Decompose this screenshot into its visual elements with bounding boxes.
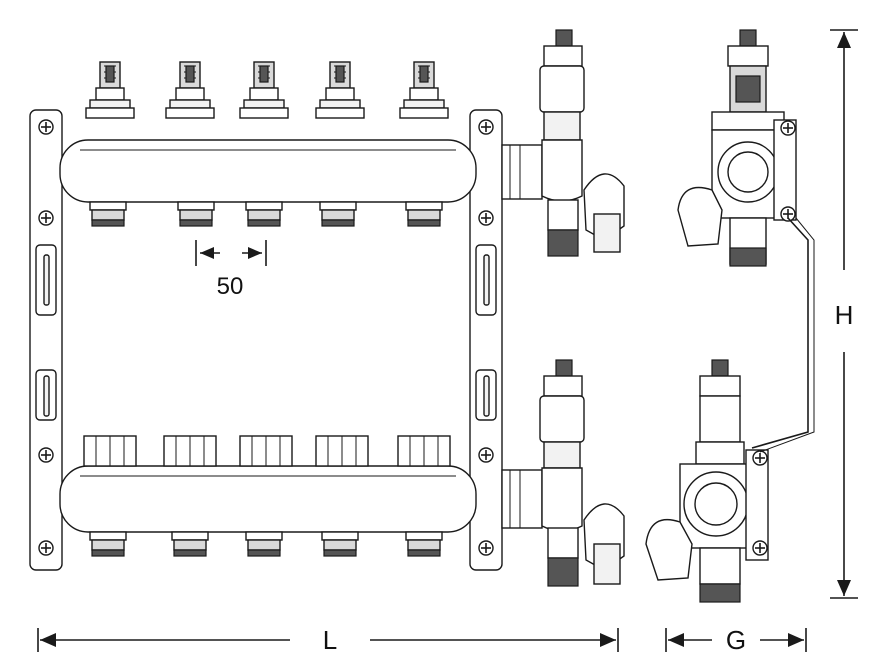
side-view-upper-valve — [677, 29, 797, 267]
flow-meter-3 — [239, 61, 289, 119]
side-view-lower-valve — [645, 359, 769, 603]
lower-top-nuts — [83, 435, 451, 467]
spacing-label: 50 — [217, 273, 244, 300]
upper-end-valve — [501, 29, 625, 257]
depth-label: G — [726, 625, 746, 655]
dimension-height: H — [830, 29, 858, 599]
flow-meters — [85, 61, 449, 119]
upper-outlets — [89, 201, 443, 227]
dimension-length: L — [37, 625, 619, 655]
side-view-bracket — [751, 217, 815, 453]
flow-meter-1 — [85, 61, 135, 119]
flow-meter-4 — [315, 61, 365, 119]
height-label: H — [835, 300, 854, 330]
flow-meter-5 — [399, 61, 449, 119]
dimension-spacing: 50 — [195, 240, 267, 300]
dimension-depth: G — [665, 625, 807, 655]
lower-manifold-bar — [59, 465, 477, 533]
left-bracket — [29, 109, 63, 571]
lower-outlets — [89, 531, 443, 557]
length-label: L — [323, 625, 337, 655]
lower-end-valve — [501, 359, 625, 587]
upper-manifold-bar — [59, 139, 477, 203]
right-bracket — [469, 109, 503, 571]
flow-meter-2 — [165, 61, 215, 119]
